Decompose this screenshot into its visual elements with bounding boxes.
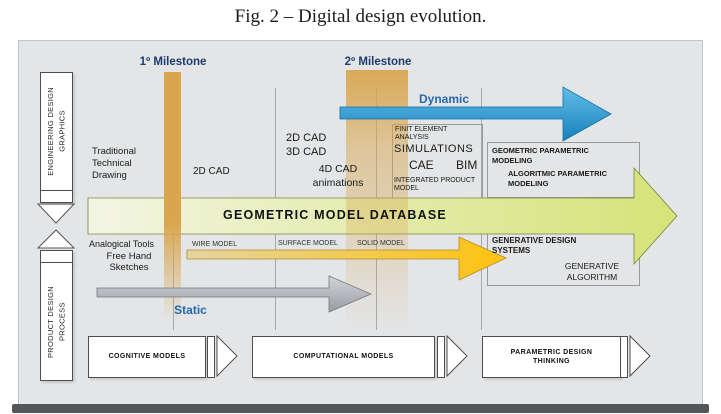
- milestone-1-label: 1º Milestone: [139, 56, 207, 68]
- database-label: GEOMETRIC MODEL DATABASE: [223, 208, 447, 222]
- process-chevron-bar-1: [207, 336, 215, 378]
- freehand-sketches-label: Free Hand Sketches: [106, 251, 152, 274]
- panel-bottom-edge: [12, 404, 709, 413]
- parametric-design-label: PARAMETRIC DESIGN THINKING: [510, 348, 593, 365]
- sidebar-connector-box-top: [40, 190, 73, 203]
- process-box-computational: COMPUTATIONAL MODELS: [252, 336, 435, 378]
- finite-element-label: FINIT ELEMENT ANALYSIS: [395, 126, 448, 142]
- sidebar-product-box: PRODUCT DESIGN PROCESS: [40, 262, 73, 381]
- analogical-tools-label: Analogical Tools: [89, 239, 154, 249]
- cad-4d-label: 4D CAD animations: [312, 163, 364, 189]
- milestone-2-label: 2º Milestone: [344, 56, 412, 68]
- algoritmic-parametric-label: ALGORITMIC PARAMETRIC MODELING: [508, 169, 608, 188]
- geometric-parametric-label: GEOMETRIC PARAMETRIC MODELING: [492, 146, 589, 165]
- process-box-cognitive: COGNITIVE MODELS: [88, 336, 206, 378]
- solid-model-label: SOLID MODEL: [357, 240, 405, 247]
- milestone-2-bar: [346, 70, 408, 332]
- surface-model-label: SURFACE MODEL: [278, 240, 338, 247]
- cad2d-label: 2D CAD: [193, 166, 230, 177]
- static-label: Static: [174, 303, 207, 317]
- simulations-label: SIMULATIONS: [394, 143, 474, 155]
- computational-models-label: COMPUTATIONAL MODELS: [293, 353, 394, 361]
- bim-label: BIM: [456, 158, 478, 172]
- product-label: PRODUCT DESIGN PROCESS: [46, 285, 67, 358]
- traditional-drawing-label: Traditional Technical Drawing: [92, 146, 137, 181]
- integrated-product-label: INTEGRATED PRODUCT MODEL: [394, 177, 476, 193]
- sidebar-engineering-box: ENGINEERING DESIGN GRAPHICS: [40, 72, 73, 191]
- dynamic-label: Dynamic: [418, 92, 470, 106]
- cognitive-models-label: COGNITIVE MODELS: [108, 353, 186, 361]
- milestone-1-bar: [164, 72, 181, 322]
- generative-algorithm-label: GENERATIVE ALGORITHM: [564, 261, 620, 282]
- wire-model-label: WIRE MODEL: [192, 241, 238, 248]
- engineering-label: ENGINEERING DESIGN GRAPHICS: [46, 87, 67, 176]
- process-box-parametric: PARAMETRIC DESIGN THINKING: [482, 336, 621, 378]
- generative-design-label: GENERATIVE DESIGN SYSTEMS: [492, 236, 577, 256]
- cad-2d-3d-label: 2D CAD 3D CAD: [286, 132, 327, 159]
- figure-caption: Fig. 2 – Digital design evolution.: [234, 6, 487, 27]
- process-chevron-bar-2: [437, 336, 445, 378]
- process-chevron-bar-3: [620, 336, 628, 378]
- cae-label: CAE: [409, 158, 434, 172]
